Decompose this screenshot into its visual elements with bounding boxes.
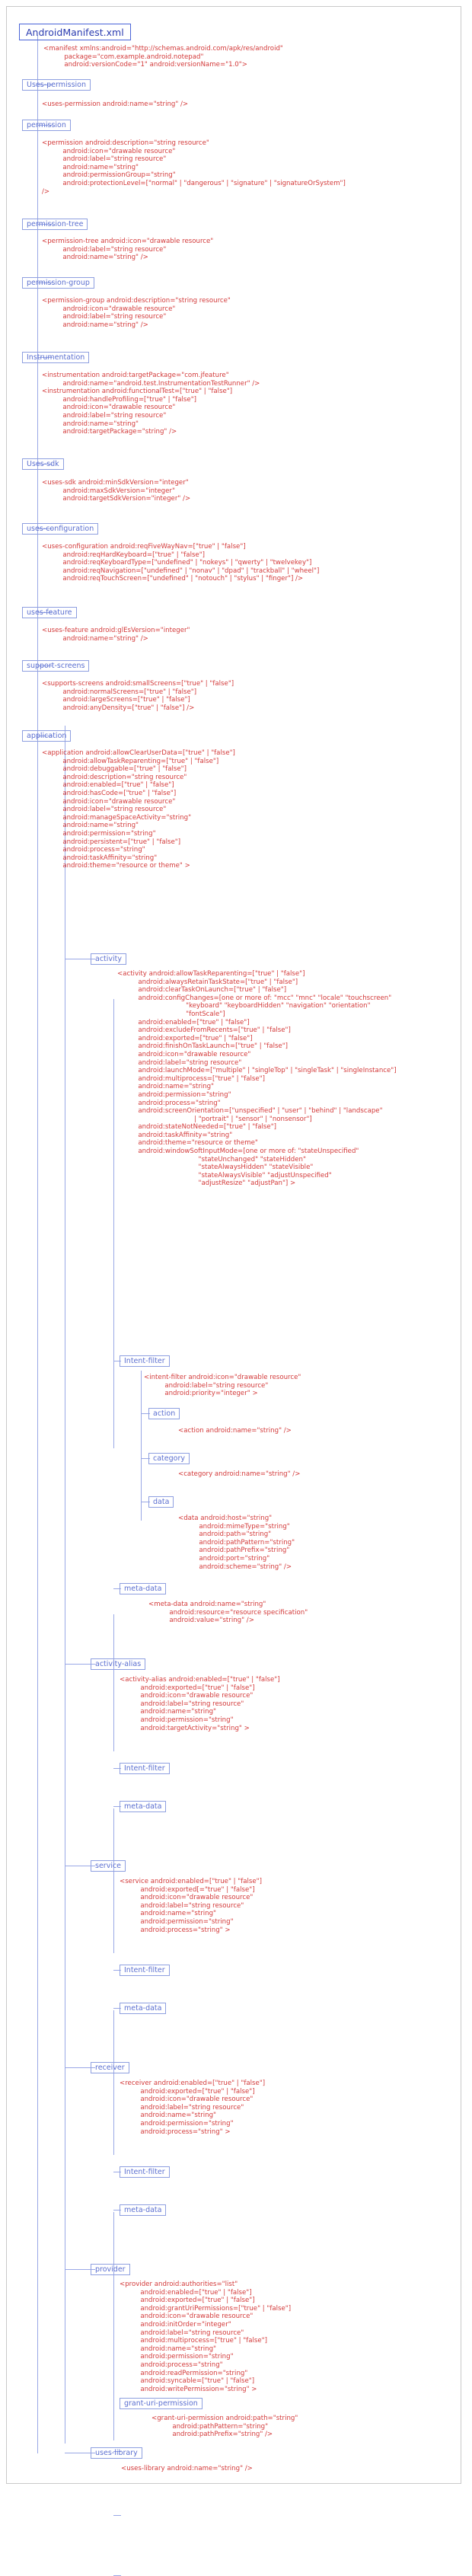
- connector-receiver-trunk: [113, 2010, 114, 2155]
- connector-branch: [113, 1970, 121, 1971]
- node-activity-alias: activity-alias: [91, 1658, 146, 1670]
- node-supports-screens: support-screens: [22, 660, 90, 672]
- node-receiver-meta-data: meta-data: [120, 2204, 167, 2216]
- node-permission: permission: [22, 120, 71, 131]
- node-provider: provider: [91, 2264, 130, 2275]
- connector-main-trunk: [37, 35, 38, 2453]
- connector-branch: [37, 528, 53, 529]
- uses-feature-code: <uses-feature android:glEsVersion="integ…: [42, 627, 190, 643]
- permission-group-code: <permission-group android:description="s…: [42, 297, 231, 329]
- node-activity-intent-filter: Intent-filter: [120, 1355, 170, 1367]
- node-grant-uri-permission: grant-uri-permission: [120, 2398, 203, 2409]
- connector-branch: [113, 1806, 121, 1807]
- connector-activity-trunk: [113, 999, 114, 1448]
- node-receiver-intent-filter: Intent-filter: [120, 2166, 170, 2178]
- grant-uri-permission-code: <grant-uri-permission android:path="stri…: [151, 2415, 298, 2439]
- manifest-code: <manifest xmlns:android="http://schemas.…: [43, 45, 283, 69]
- node-service-intent-filter: Intent-filter: [120, 1965, 170, 1976]
- receiver-code: <receiver android:enabled=["true" | "fal…: [120, 2080, 266, 2136]
- connector-branch: [37, 125, 53, 126]
- uses-sdk-code: <uses-sdk android:minSdkVersion="integer…: [42, 479, 191, 503]
- activity-meta-data-code: <meta-data android:name="string" android…: [148, 1601, 308, 1625]
- diagram-frame: AndroidManifest.xml <manifest xmlns:andr…: [6, 6, 461, 2576]
- application-code: <application android:allowClearUserData=…: [42, 749, 235, 870]
- connector-branch: [65, 2269, 95, 2270]
- connector-service-trunk: [113, 1808, 114, 1953]
- connector-branch: [37, 224, 53, 225]
- node-permission-group: permission-group: [22, 277, 94, 289]
- category-code: <category android:name="string" />: [178, 1470, 301, 1478]
- uses-library-code: <uses-library android:name="string" />: [121, 2465, 253, 2472]
- node-uses-configuration: uses-configuration: [22, 523, 99, 535]
- data-code: <data android:host="string" android:mime…: [178, 1515, 295, 1571]
- instrumentation-code: <instrumentation android:targetPackage="…: [42, 372, 260, 436]
- node-activity-meta-data: meta-data: [120, 1583, 167, 1594]
- connector-branch: [113, 2515, 121, 2516]
- connector-branch: [37, 357, 53, 358]
- connector-branch: [65, 1664, 95, 1665]
- permission-code: <permission android:description="string …: [42, 139, 346, 196]
- node-category: category: [148, 1453, 190, 1464]
- node-action: action: [148, 1408, 180, 1419]
- connector-branch: [141, 1458, 150, 1459]
- node-receiver: receiver: [91, 2062, 129, 2073]
- connector-branch: [113, 1768, 121, 1769]
- connector-branch: [37, 282, 53, 283]
- connector-branch: [37, 612, 53, 613]
- connector-branch: [113, 2008, 121, 2009]
- node-alias-meta-data: meta-data: [120, 1801, 167, 1812]
- action-code: <action android:name="string" />: [178, 1427, 292, 1435]
- activity-intent-filter-code: <intent-filter android:icon="drawable re…: [144, 1374, 301, 1398]
- node-data: data: [148, 1496, 174, 1508]
- node-uses-library: uses-library: [91, 2447, 142, 2459]
- node-activity: activity: [91, 953, 127, 965]
- root-node-android-manifest: AndroidManifest.xml: [19, 24, 131, 40]
- connector-branch: [113, 1588, 121, 1589]
- connector-branch: [113, 2210, 121, 2211]
- node-service-meta-data: meta-data: [120, 2003, 167, 2014]
- uses-permission-code: <uses-permission android:name="string" /…: [42, 101, 189, 108]
- node-uses-feature: uses-feature: [22, 607, 77, 618]
- activity-alias-code: <activity-alias android:enabled=["true" …: [120, 1676, 280, 1732]
- connector-branch: [141, 1413, 150, 1414]
- connector-branch: [113, 2451, 121, 2452]
- node-permission-tree: permission-tree: [22, 219, 88, 230]
- connector-intent-filter-trunk: [141, 1371, 142, 1521]
- node-uses-sdk: Uses-sdk: [22, 458, 64, 470]
- connector-branch: [65, 2067, 95, 2068]
- node-uses-permission: Uses-permission: [22, 79, 91, 91]
- node-instrumentation: Instrumentation: [22, 352, 90, 363]
- provider-code: <provider android:authorities="list" and…: [120, 2281, 292, 2393]
- uses-configuration-code: <uses-configuration android:reqFiveWayNa…: [42, 543, 320, 583]
- node-alias-intent-filter: Intent-filter: [120, 1763, 170, 1774]
- service-code: <service android:enabled=["true" | "fals…: [120, 1878, 262, 1934]
- connector-provider-trunk: [113, 2212, 114, 2440]
- node-service: service: [91, 1860, 126, 1872]
- node-application: application: [22, 730, 72, 742]
- connector-alias-trunk: [113, 1614, 114, 1751]
- supports-screens-code: <supports-screens android:smallScreens=[…: [42, 680, 234, 712]
- activity-code: <activity android:allowTaskReparenting=[…: [117, 970, 397, 1188]
- permission-tree-code: <permission-tree android:icon="drawable …: [42, 238, 214, 262]
